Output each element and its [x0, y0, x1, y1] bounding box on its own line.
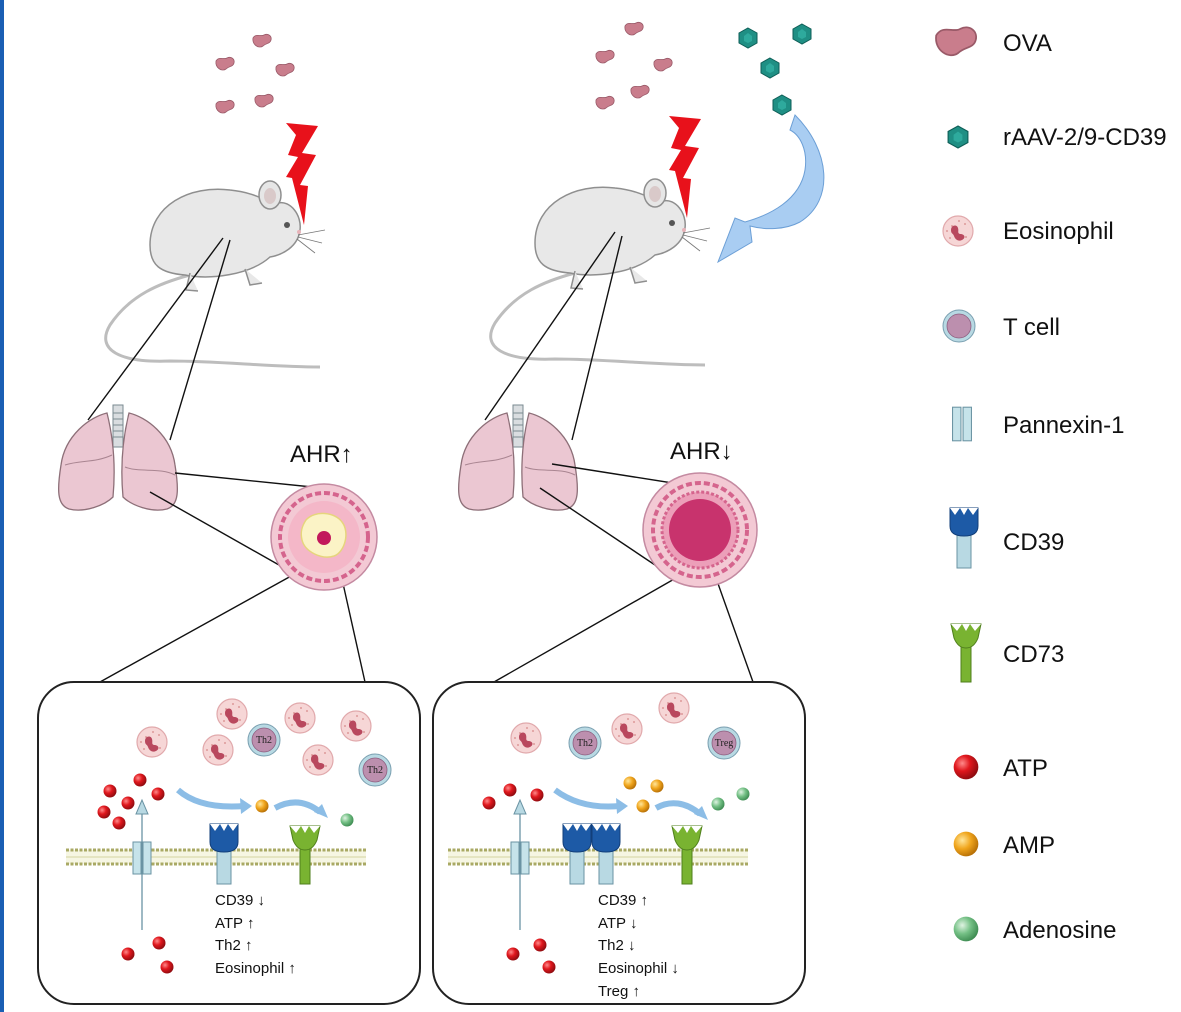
connector-lines	[484, 231, 754, 683]
lungs-icon	[57, 404, 179, 512]
immune-cells-right: Th2 Treg	[510, 692, 741, 760]
legend: OVA rAAV-2/9-CD39 Eosinophil T cell Pann…	[935, 26, 1167, 944]
svg-text:Eosinophil ↓: Eosinophil ↓	[598, 960, 679, 977]
svg-text:ATP ↓: ATP ↓	[598, 915, 637, 932]
svg-text:Th2: Th2	[256, 735, 272, 746]
pannexin-icon	[952, 406, 972, 442]
svg-text:Treg ↑: Treg ↑	[598, 983, 640, 1000]
legend-item-atp: ATP	[953, 754, 1048, 782]
svg-text:Th2 ↓: Th2 ↓	[598, 937, 636, 954]
conversion-arrows-left	[176, 787, 328, 818]
legend-item-cd73: CD73	[950, 623, 1064, 683]
mouse-icon	[104, 179, 327, 369]
amp-molecule	[255, 799, 269, 813]
svg-text:Pannexin-1: Pannexin-1	[1003, 412, 1124, 439]
t-cell-th2: Th2	[247, 723, 281, 757]
svg-text:ATP: ATP	[1003, 755, 1048, 782]
airway-normal-icon	[642, 472, 758, 588]
effects-list-left: CD39 ↓ ATP ↑ Th2 ↑ Eosinophil ↑	[215, 892, 296, 977]
svg-text:rAAV-2/9-CD39: rAAV-2/9-CD39	[1003, 124, 1167, 151]
legend-item-adenosine: Adenosine	[953, 916, 1116, 944]
cd39-icon	[949, 507, 979, 569]
legend-item-t-cell: T cell	[942, 309, 1060, 343]
connector-lines	[87, 237, 366, 683]
legend-item-cd39: CD39	[949, 507, 1064, 569]
svg-text:Th2: Th2	[577, 738, 593, 749]
svg-text:ATP ↑: ATP ↑	[215, 915, 254, 932]
effects-list-right: CD39 ↑ ATP ↓ Th2 ↓ Eosinophil ↓ Treg ↑	[598, 892, 679, 1000]
mouse-icon	[489, 177, 712, 367]
svg-text:OVA: OVA	[1003, 30, 1052, 57]
cd73-icon	[950, 623, 982, 683]
svg-text:Eosinophil ↑: Eosinophil ↑	[215, 960, 296, 977]
svg-text:Th2 ↑: Th2 ↑	[215, 937, 253, 954]
eosinophil-icon	[942, 215, 974, 247]
conversion-arrows-right	[553, 787, 708, 820]
svg-text:Adenosine: Adenosine	[1003, 917, 1116, 944]
right-panel: AHR↓ Th2 Treg	[432, 21, 825, 1005]
svg-text:Th2: Th2	[367, 765, 383, 776]
legend-item-pannexin: Pannexin-1	[952, 406, 1124, 442]
ova-icon	[935, 26, 978, 57]
svg-text:T cell: T cell	[1003, 314, 1060, 341]
svg-text:CD39: CD39	[1003, 529, 1064, 556]
injection-arrow	[717, 114, 825, 264]
legend-item-amp: AMP	[953, 831, 1055, 859]
ova-particles	[595, 21, 673, 110]
t-cell-th2: Th2	[358, 753, 392, 787]
t-cell-th2: Th2	[568, 726, 602, 760]
immune-cells-left: Th2 Th2	[136, 698, 392, 787]
amp-icon	[953, 831, 979, 857]
t-cell-icon	[942, 309, 976, 343]
svg-text:Treg: Treg	[715, 738, 734, 749]
airway-inflamed-icon	[270, 483, 378, 591]
ova-particles	[215, 33, 295, 114]
cell-membrane	[64, 848, 368, 866]
virus-particles	[738, 23, 812, 116]
lungs-icon	[457, 404, 579, 512]
adenosine-icon	[953, 916, 979, 942]
ahr-label-right: AHR↓	[670, 438, 733, 465]
ahr-label-left: AHR↑	[290, 441, 353, 468]
legend-item-eosinophil: Eosinophil	[942, 215, 1114, 247]
t-cell-treg: Treg	[707, 726, 741, 760]
legend-item-rAAV: rAAV-2/9-CD39	[947, 124, 1167, 151]
svg-text:CD39 ↓: CD39 ↓	[215, 892, 265, 909]
adenosine-molecule	[340, 813, 354, 827]
atp-icon	[953, 754, 979, 780]
svg-text:CD39 ↑: CD39 ↑	[598, 892, 648, 909]
frame-accent	[0, 0, 4, 1012]
cell-membrane	[446, 848, 750, 866]
svg-text:Eosinophil: Eosinophil	[1003, 218, 1114, 245]
left-panel: AHR↑ Th2 Th2	[37, 33, 421, 1005]
svg-text:CD73: CD73	[1003, 641, 1064, 668]
svg-text:AMP: AMP	[1003, 832, 1055, 859]
virus-icon	[947, 125, 969, 149]
legend-item-ova: OVA	[935, 26, 1052, 57]
